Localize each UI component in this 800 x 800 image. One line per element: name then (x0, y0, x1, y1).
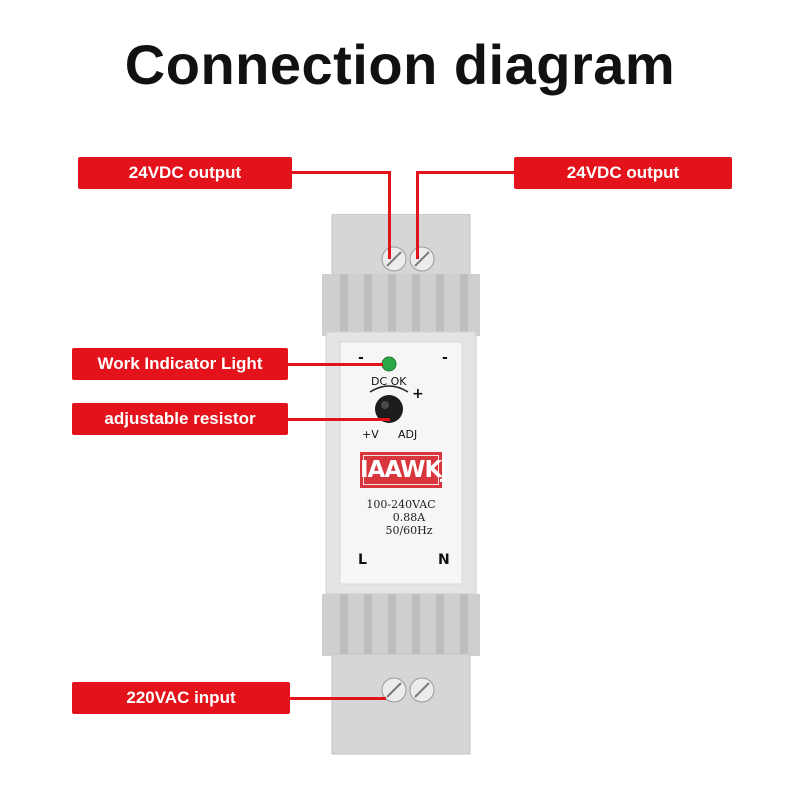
label-24vdc-output-right: 24VDC output (514, 157, 732, 189)
label-work-indicator-light: Work Indicator Light (72, 348, 288, 380)
spec-voltage: 100-240VAC (366, 498, 436, 511)
plus-mark: + (412, 386, 424, 402)
minus-mark-right: - (442, 350, 448, 366)
terminal-n-label: N (438, 552, 450, 568)
wire-indicator (286, 363, 383, 366)
power-supply-housing (322, 213, 480, 755)
adj-label: ADJ (398, 428, 418, 441)
terminal-l-label: L (358, 552, 367, 568)
label-220vac-input: 220VAC input (72, 682, 290, 714)
label-adjustable-resistor: adjustable resistor (72, 403, 288, 435)
wire-output-left-horizontal (290, 171, 390, 174)
wire-output-left-vertical (388, 171, 391, 259)
brand-logo: IAAWKJ (360, 452, 450, 488)
wire-input (288, 697, 386, 700)
wire-output-right-vertical (416, 171, 419, 259)
spec-frequency: 50/60Hz (385, 524, 433, 537)
minus-mark-left: - (358, 350, 364, 366)
spec-current: 0.88A (392, 511, 426, 524)
label-24vdc-output-left: 24VDC output (78, 157, 292, 189)
dc-ok-label: DC OK (371, 375, 407, 388)
wire-output-right-horizontal (416, 171, 516, 174)
plus-v-label: +V (362, 428, 379, 441)
wire-resistor (286, 418, 390, 421)
page-title: Connection diagram (124, 33, 676, 96)
power-supply-module: - - DC OK + +V ADJ IAAWKJ 100-240VAC 0.8… (318, 213, 484, 762)
